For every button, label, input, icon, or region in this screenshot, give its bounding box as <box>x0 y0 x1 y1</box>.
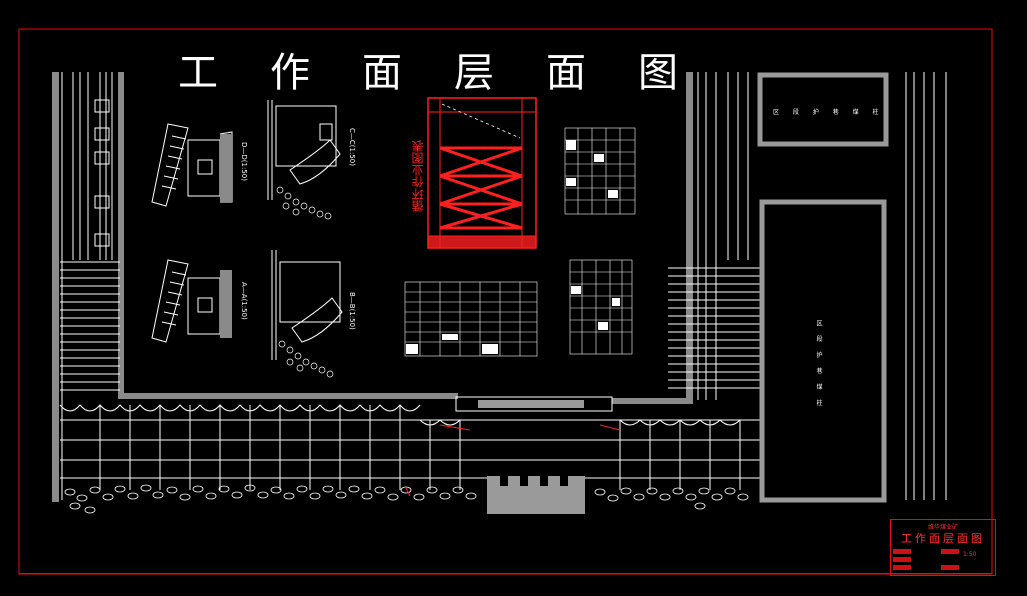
right-stair-lines <box>668 267 760 389</box>
title-char-6: 图 <box>638 50 678 96</box>
title-block-red-cell-2 <box>893 557 911 562</box>
cycle-chart-bottom-bar <box>428 236 536 248</box>
roof-support-arches <box>59 404 741 426</box>
section-label-c: C—C(1:50) <box>348 128 356 166</box>
table-lower-middle <box>404 281 538 357</box>
title-block-red-cell-5 <box>941 565 959 570</box>
section-a-drawing <box>151 259 221 343</box>
table-lower-right <box>569 259 633 355</box>
section-b-rubble <box>278 340 334 378</box>
table-upper-right <box>564 127 636 215</box>
title-char-5: 面 <box>546 50 586 96</box>
left-conveyor-blocks <box>94 99 110 247</box>
title-block-red-cell-3 <box>893 565 911 570</box>
title-block-red-cell-1 <box>893 549 911 554</box>
section-label-a: A—A(1:50) <box>240 282 248 320</box>
cycle-chart-diagonal <box>441 103 521 139</box>
cycle-chart-label: 循环作业图表 <box>411 140 425 212</box>
bridge-inner <box>478 400 584 408</box>
outer-frame-bottom-line <box>19 573 992 574</box>
coal-face-grid <box>60 405 760 490</box>
gravel-layer <box>64 484 749 514</box>
red-guide-line-1 <box>439 424 471 431</box>
bottom-wall-right <box>612 398 692 404</box>
section-label-b: B—B(1:50) <box>348 292 356 330</box>
red-guide-line-2 <box>599 424 621 431</box>
title-char-3: 面 <box>362 50 402 96</box>
title-char-4: 层 <box>454 50 494 96</box>
title-block-scale: 1:50 <box>963 551 977 558</box>
bottom-wall-left <box>118 393 458 399</box>
right-rails <box>697 72 947 500</box>
left-wall <box>52 72 59 502</box>
cycle-chart-zigzag-2 <box>439 146 523 230</box>
coal-pillar-label-right: 区 段 护 巷 煤 柱 <box>815 320 822 410</box>
title-block-company: 维华煤业矿 <box>927 524 958 531</box>
title-char-1: 工 <box>178 50 218 96</box>
section-a-fill <box>220 270 232 338</box>
title-block: 维华煤业矿 工作面层面图 1:50 <box>890 519 996 576</box>
title-block-title: 工作面层面图 <box>901 532 985 545</box>
title-char-2: 作 <box>270 50 310 96</box>
coal-pillar-label-top: 区 段 护 巷 煤 柱 <box>773 109 885 116</box>
coal-pillar-box-top <box>757 72 889 147</box>
title-block-red-cell-4 <box>941 549 959 554</box>
left-stair-lines <box>60 261 120 391</box>
right-inner-wall <box>686 72 693 404</box>
drawing-title: 工作面层面图 <box>178 40 698 96</box>
pillar-teeth <box>500 476 568 486</box>
section-label-d: D—D(1:50) <box>240 142 248 181</box>
table-fill-blocks <box>406 140 620 354</box>
red-guide-line-3 <box>404 485 411 497</box>
section-d-fill <box>220 134 232 202</box>
bridge-structure <box>455 396 613 412</box>
section-c-drawing <box>267 100 341 200</box>
coal-pillar-box-right <box>759 199 887 503</box>
section-b-drawing <box>271 250 343 360</box>
section-c-rubble <box>276 186 332 220</box>
inner-left-wall <box>118 72 124 398</box>
